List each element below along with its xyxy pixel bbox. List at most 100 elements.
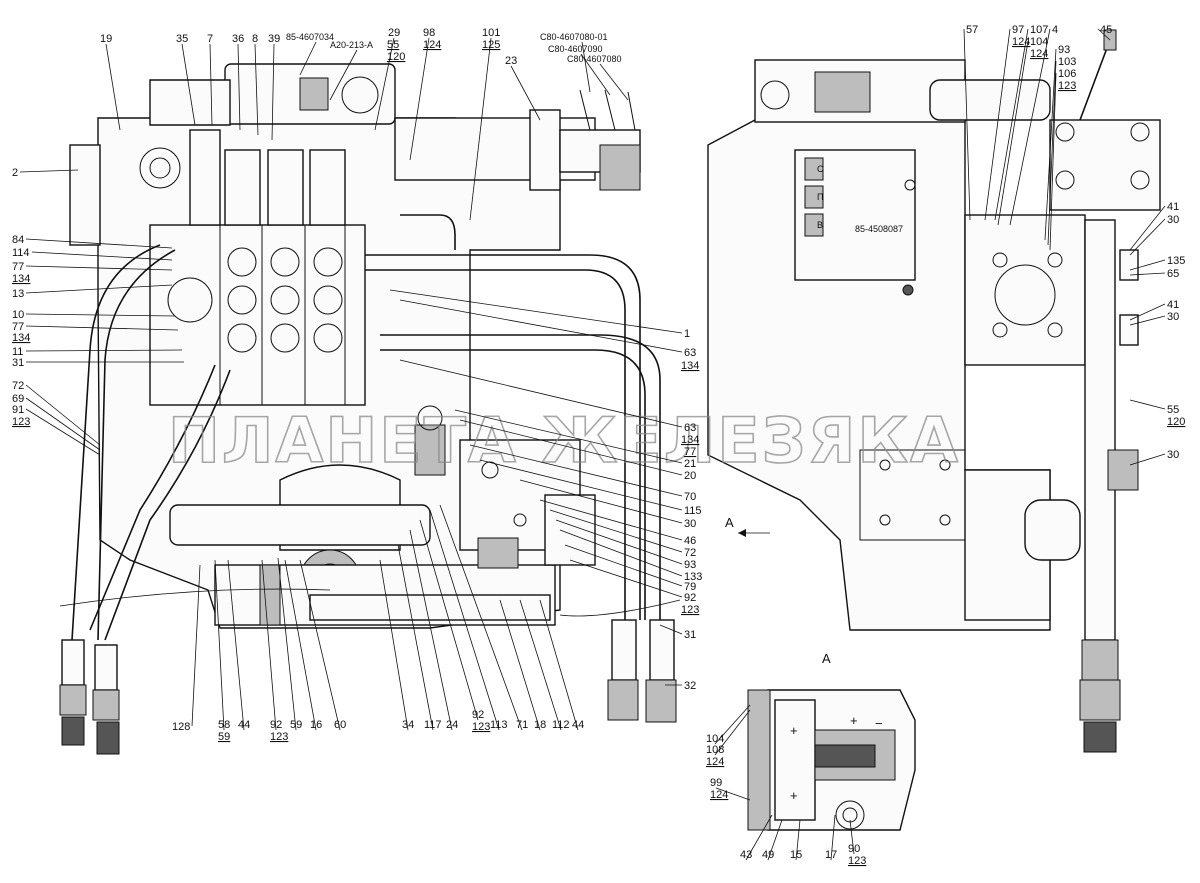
leader-line	[599, 63, 629, 101]
part-number-label: 125	[482, 39, 500, 51]
leader-line	[519, 599, 562, 731]
part-number-label: 45	[1100, 24, 1112, 36]
part-number-label: 98	[423, 27, 435, 39]
leader-line	[984, 28, 1011, 221]
leader-line	[25, 408, 101, 456]
part-number-label: 58	[218, 719, 230, 731]
part-number-label: 91	[12, 404, 24, 416]
leader-line	[1129, 272, 1166, 276]
view-marker: А	[725, 515, 734, 530]
plate-symbol: В	[817, 220, 823, 230]
part-number-label: 2	[12, 167, 18, 179]
part-number-label: 92	[684, 592, 696, 604]
leader-line	[580, 53, 611, 96]
leader-line	[439, 504, 523, 731]
leader-line	[1097, 28, 1111, 41]
part-number-label: 71	[516, 719, 528, 731]
leader-line	[374, 37, 395, 131]
leader-line	[25, 384, 101, 446]
part-number-label: 97	[1012, 24, 1024, 36]
leader-line	[1129, 399, 1166, 410]
part-number-label: 113	[490, 719, 508, 731]
part-number-label: 124	[710, 789, 728, 801]
part-number-label: 49	[762, 849, 774, 861]
leader-line	[399, 299, 683, 353]
part-number-label: 134	[12, 332, 30, 344]
part-number-label: 93	[1058, 44, 1070, 56]
part-number-label: 92	[472, 709, 484, 721]
leader-line	[555, 519, 683, 565]
part-number-label: 41	[1167, 299, 1179, 311]
leader-line	[539, 499, 683, 541]
part-number-label: 20	[684, 470, 696, 482]
leader-line	[519, 479, 683, 524]
leader-line	[994, 28, 1029, 221]
part-number-label: 55	[1167, 404, 1179, 416]
leader-line	[25, 397, 101, 451]
leader-line	[849, 819, 855, 855]
leader-line	[830, 814, 836, 861]
part-number-label: 99	[710, 777, 722, 789]
part-number-label: 24	[446, 719, 458, 731]
watermark-text: ПЛАНЕТА ЖЕЛЕЗЯКА	[168, 404, 960, 477]
part-number-label: 135	[1167, 255, 1185, 267]
leader-line	[399, 359, 683, 428]
leader-line	[1129, 453, 1166, 466]
svg-text:+: +	[790, 788, 798, 803]
svg-text:+: +	[850, 713, 858, 728]
part-number-label: 15	[790, 849, 802, 861]
part-number-label: А20-213-А	[330, 40, 373, 50]
leader-line	[25, 238, 173, 249]
leader-line	[714, 709, 751, 756]
part-number-label: 32	[684, 680, 696, 692]
part-number-label: 21	[684, 458, 696, 470]
part-number-label: 92	[270, 719, 282, 731]
part-number-label: 124	[1012, 36, 1030, 48]
part-number-label: 31	[684, 629, 696, 641]
part-number-label: 123	[848, 855, 866, 867]
part-number-label: 77	[12, 261, 24, 273]
leader-line	[581, 41, 591, 93]
leader-line	[397, 544, 434, 731]
part-number-label: 124	[706, 756, 724, 768]
part-number-label: 34	[402, 719, 414, 731]
part-number-label: 108	[706, 744, 724, 756]
leader-line	[963, 28, 971, 221]
leader-line	[510, 65, 541, 121]
part-number-label: 93	[684, 559, 696, 571]
part-number-label: 128	[172, 721, 190, 733]
leader-line	[277, 557, 297, 731]
leader-line	[1047, 60, 1057, 246]
leader-line	[564, 544, 683, 587]
leader-line	[795, 819, 801, 861]
leader-line	[559, 529, 683, 577]
part-number-label: 23	[505, 55, 517, 67]
part-number-label: 106	[1058, 68, 1076, 80]
part-number-label: 19	[100, 33, 112, 45]
plate-symbol: С	[817, 164, 824, 174]
section-a: + + − +	[747, 689, 916, 831]
leader-line	[1129, 205, 1166, 251]
part-number-label: 29	[388, 27, 400, 39]
part-number-label: 59	[218, 731, 230, 743]
part-number-label: 43	[740, 849, 752, 861]
leader-line	[299, 559, 341, 731]
part-number-label: 30	[1167, 449, 1179, 461]
leader-line	[499, 599, 541, 731]
part-number-label: 31	[12, 357, 24, 369]
leader-line	[1049, 72, 1057, 251]
part-number-label: 10	[12, 309, 24, 321]
leader-line	[1129, 315, 1166, 326]
leader-line	[299, 41, 317, 76]
svg-text:−: −	[875, 716, 883, 731]
part-number-label: 11	[12, 346, 23, 358]
part-number-label: 1	[684, 328, 690, 340]
part-number-label: 72	[12, 380, 24, 392]
part-number-label: 63	[684, 422, 696, 434]
leader-line	[209, 43, 213, 126]
part-number-label: 7	[207, 33, 213, 45]
part-number-label: 134	[681, 434, 699, 446]
leader-line	[25, 325, 179, 331]
leader-line	[191, 564, 201, 727]
part-number-label: 114	[12, 247, 30, 259]
